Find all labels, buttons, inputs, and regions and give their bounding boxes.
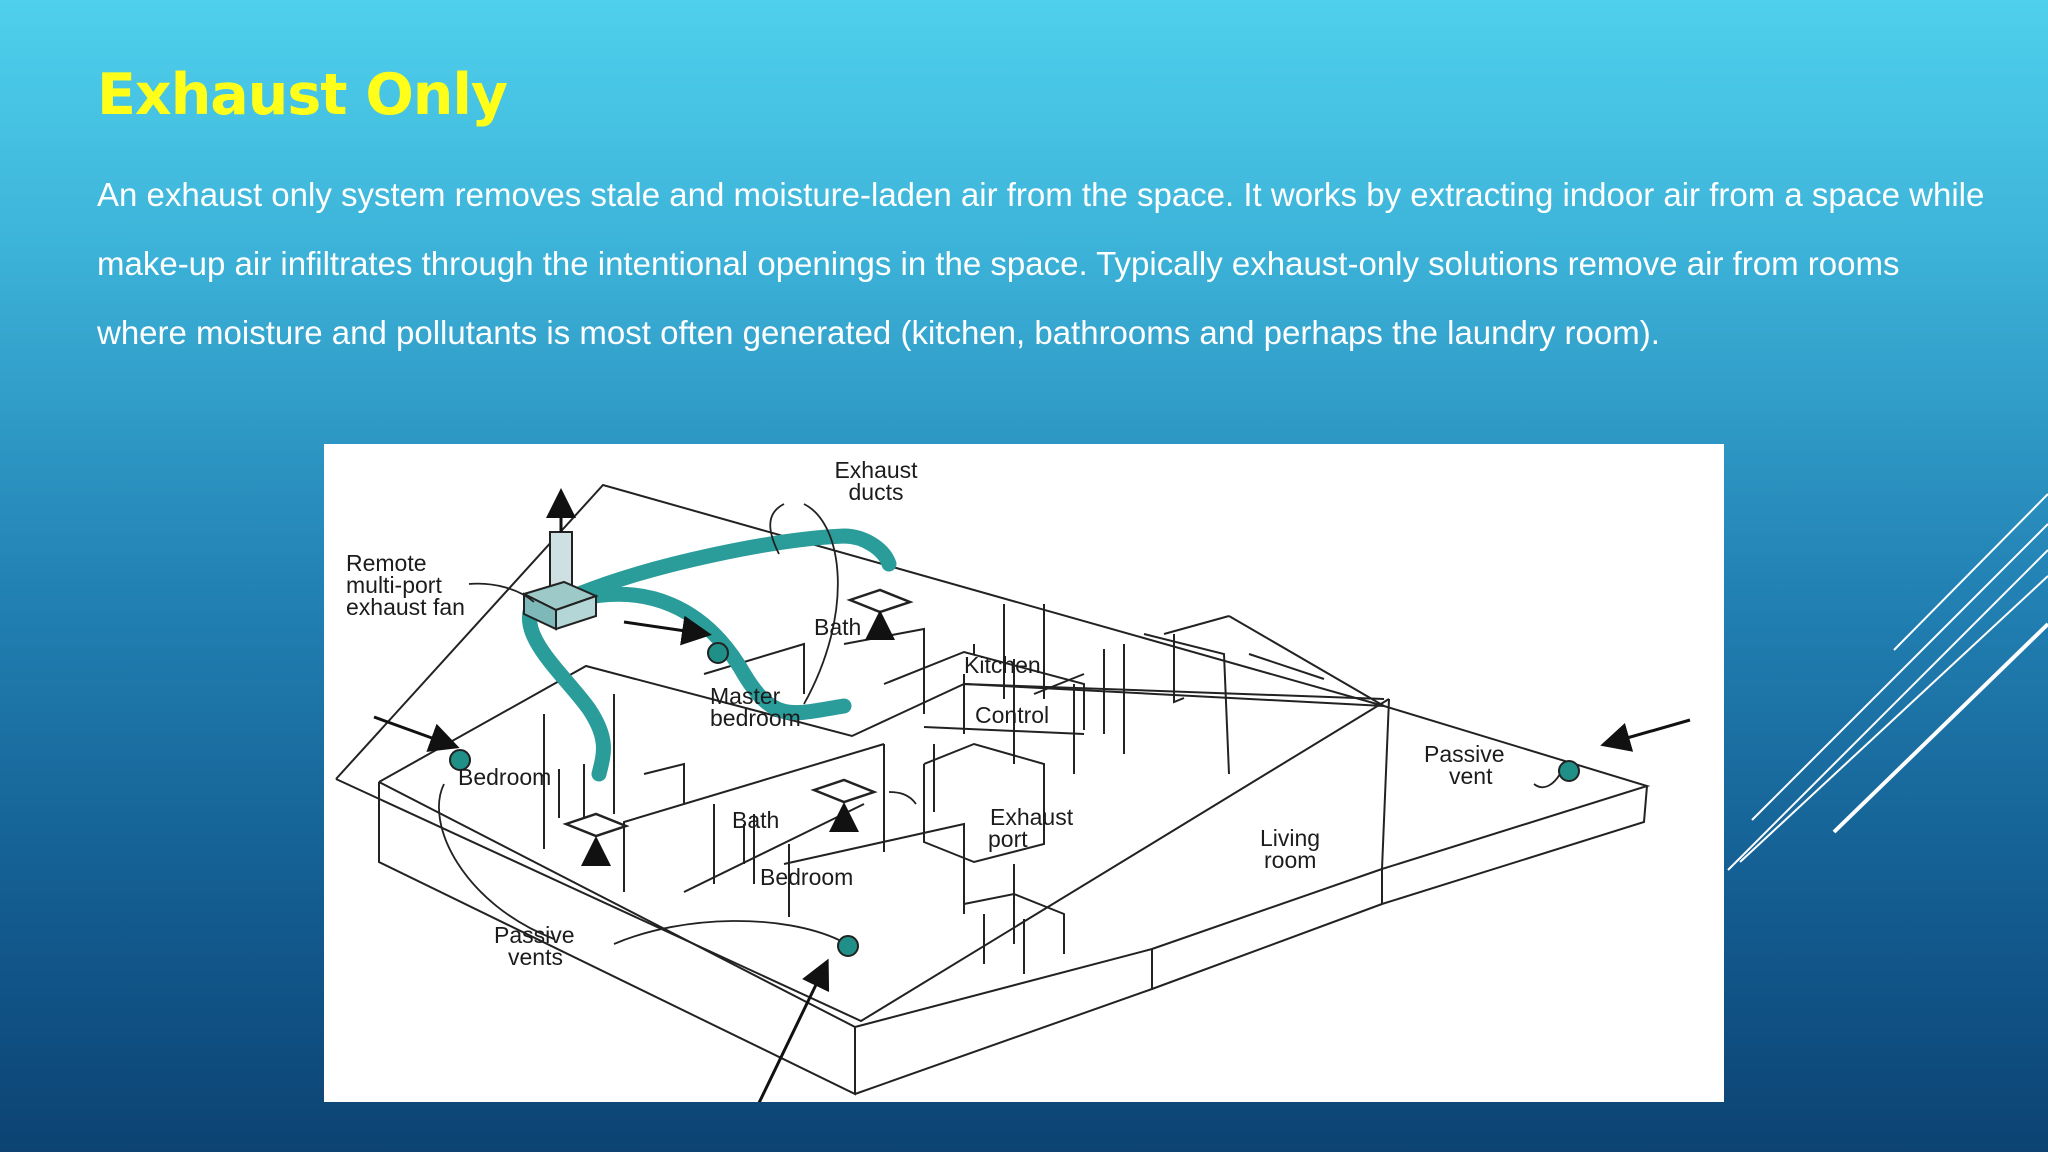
label-exhaust-fan: Remote: [346, 550, 427, 576]
label-passive-vent: Passive: [1424, 741, 1505, 767]
label-control: Control: [975, 702, 1049, 728]
slide-title: Exhaust Only: [97, 62, 508, 128]
exhaust-fan-icon: [521, 488, 599, 631]
passive-vent-icons: [449, 642, 1580, 957]
label-master-bedroom: Master: [710, 683, 781, 709]
label-kitchen: Kitchen: [964, 652, 1041, 678]
label-bath-bottom: Bath: [732, 807, 779, 833]
exhaust-diagram: Exhaust ducts Remote multi-port exhaust …: [324, 444, 1724, 1102]
diagram-labels: Exhaust ducts Remote multi-port exhaust …: [346, 457, 1505, 970]
exhaust-ducts: [521, 528, 897, 782]
decorative-lines: [1727, 493, 2048, 871]
label-bedroom-left: Bedroom: [458, 764, 551, 790]
svg-text:ducts: ducts: [849, 479, 904, 505]
exhaust-port-icons: [562, 588, 914, 838]
svg-text:exhaust fan: exhaust fan: [346, 594, 465, 620]
label-exhaust-port: Exhaust: [990, 804, 1074, 830]
svg-text:bedroom: bedroom: [710, 705, 801, 731]
label-passive-vents: Passive: [494, 922, 575, 948]
slide-body-text: An exhaust only system removes stale and…: [97, 176, 1985, 351]
label-exhaust-ducts: Exhaust: [834, 457, 918, 483]
leader-lines: [438, 503, 1561, 945]
svg-text:port: port: [988, 826, 1028, 852]
svg-text:vents: vents: [508, 944, 563, 970]
svg-text:vent: vent: [1449, 763, 1493, 789]
svg-text:room: room: [1264, 847, 1316, 873]
label-bath-top: Bath: [814, 614, 861, 640]
svg-text:multi-port: multi-port: [346, 572, 442, 598]
label-living-room: Living: [1260, 825, 1320, 851]
label-bedroom-bottom: Bedroom: [760, 864, 853, 890]
